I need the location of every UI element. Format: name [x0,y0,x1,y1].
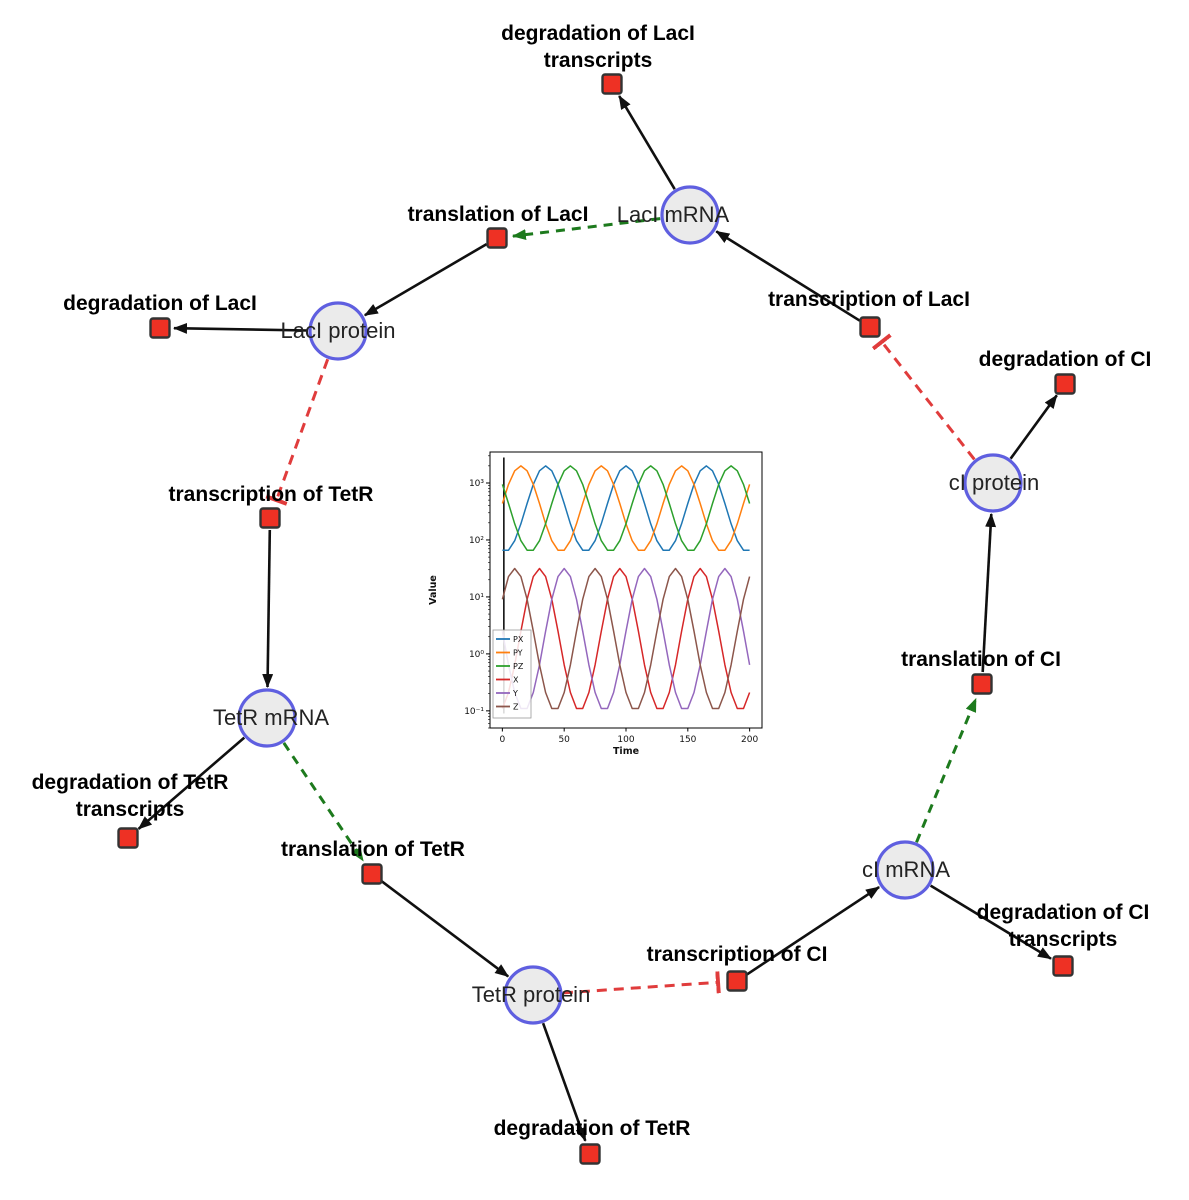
chart-legend: PX PY PZ XYZ [492,629,532,719]
edge-catalysis-ci_mrna-transl_ci [915,697,978,843]
reaction-square-icon[interactable] [726,970,748,992]
edge-consumption-laci_mrna-deg_laci_tx [618,95,676,190]
x-tick-label: 50 [558,735,570,745]
reaction-square-icon[interactable] [601,73,623,95]
reaction-square-icon[interactable] [1054,373,1076,395]
edge-catalysis-tetr_mrna-transl_tetr [282,742,365,862]
reaction-square-icon[interactable] [486,227,508,249]
reaction-label: translation of TetR [281,838,465,861]
edge-consumption-ci_mrna-deg_ci_tx [929,884,1052,960]
edge-production-transl_tetr-tetr_protein [380,880,509,978]
legend-entry-label: PZ [513,662,524,671]
edge-consumption-tetr_mrna-deg_tetr_tx [137,736,246,830]
series-line-PZ [501,465,751,551]
legend-entry-label: Z [513,703,519,712]
series-line-X [501,567,751,710]
legend-entry-label: X [513,676,519,685]
species-node-tetr_protein[interactable]: TetR protein [472,965,591,1025]
species-circle-icon[interactable] [963,453,1023,513]
reaction-square-icon[interactable] [149,317,171,339]
edge-production-tx_tetr-tetr_mrna [262,529,274,688]
y-tick-label: 10⁰ [469,650,484,660]
reaction-label: translation of LacI [408,203,589,226]
species-node-tetr_mrna[interactable]: TetR mRNA [213,688,329,748]
edge-inhibition-ci_protein-tx_laci [871,333,976,461]
reaction-square-icon[interactable] [1052,955,1074,977]
species-node-ci_protein[interactable]: cI protein [949,453,1040,513]
reaction-label: transcription of LacI [768,288,970,311]
x-tick-label: 200 [741,735,758,745]
species-circle-icon[interactable] [503,965,563,1025]
species-label: LacI protein [281,318,396,343]
x-tick-label: 150 [679,735,696,745]
x-tick-label: 100 [617,735,634,745]
edge-consumption-ci_protein-deg_ci [1009,394,1058,460]
edge-production-tx_laci-laci_mrna [715,230,861,322]
species-node-laci_protein[interactable]: LacI protein [281,301,396,361]
legend-entry-label: Y [512,689,518,698]
series-line-Y [501,567,751,710]
edge-consumption-laci_protein-deg_laci [173,322,309,334]
x-tick-label: 0 [499,735,505,745]
reaction-square-icon[interactable] [259,507,281,529]
species-circle-icon[interactable] [660,185,720,245]
species-circle-icon[interactable] [875,840,935,900]
species-label: TetR protein [472,982,591,1007]
species-label: TetR mRNA [213,705,329,730]
reaction-label: transcription of TetR [169,483,374,506]
reaction-square-icon[interactable] [579,1143,601,1165]
species-circle-icon[interactable] [237,688,297,748]
reaction-node-deg_ci[interactable]: degradation of CI [979,348,1152,395]
y-tick-label: 10¹ [469,593,484,603]
reaction-label: degradation of CI [979,348,1152,371]
reaction-node-deg_tetr[interactable]: degradation of TetR [494,1117,691,1165]
reaction-label: degradation of LacI [63,292,257,315]
reaction-square-icon[interactable] [971,673,993,695]
edge-production-tx_ci-ci_mrna [746,886,880,976]
legend-entry-label: PY [513,649,523,658]
reaction-node-transl_tetr[interactable]: translation of TetR [281,838,465,885]
reaction-label: translation of CI [901,648,1061,671]
series-line-Z [501,567,751,710]
reaction-square-icon[interactable] [361,863,383,885]
species-label: cI protein [949,470,1040,495]
species-circle-icon[interactable] [308,301,368,361]
reaction-node-tx_laci[interactable]: transcription of LacI [768,288,970,338]
edge-production-transl_laci-laci_protein [363,242,488,317]
species-label: cI mRNA [862,857,950,882]
edge-consumption-tetr_protein-deg_tetr [541,1022,587,1142]
species-label: LacI mRNA [617,202,730,227]
y-tick-label: 10³ [469,479,484,489]
x-axis-label: Time [613,746,639,757]
reaction-node-tx_ci[interactable]: transcription of CI [647,943,828,992]
reaction-square-icon[interactable] [859,316,881,338]
y-tick-label: 10² [469,536,484,546]
series-line-PX [502,465,750,551]
reaction-square-icon[interactable] [117,827,139,849]
y-tick-label: 10⁻¹ [464,707,484,717]
reaction-node-deg_laci[interactable]: degradation of LacI [63,292,257,339]
edge-catalysis-laci_mrna-transl_laci [511,217,661,241]
reaction-node-tx_tetr[interactable]: transcription of TetR [169,483,374,529]
legend-entry-label: PX [513,635,524,644]
edge-inhibition-laci_protein-tx_tetr [265,358,330,506]
species-node-ci_mrna[interactable]: cI mRNA [862,840,950,900]
species-node-laci_mrna[interactable]: LacI mRNA [617,185,730,245]
y-axis-label: Value [428,575,439,605]
edge-production-transl_ci-ci_protein [981,513,997,673]
reaction-label: degradation of TetR [494,1117,691,1140]
edge-inhibition-tetr_protein-tx_ci [562,971,721,995]
reaction-label: transcription of CI [647,943,828,966]
reaction-node-transl_laci[interactable]: translation of LacI [408,203,589,249]
reaction-node-transl_ci[interactable]: translation of CI [901,648,1061,695]
